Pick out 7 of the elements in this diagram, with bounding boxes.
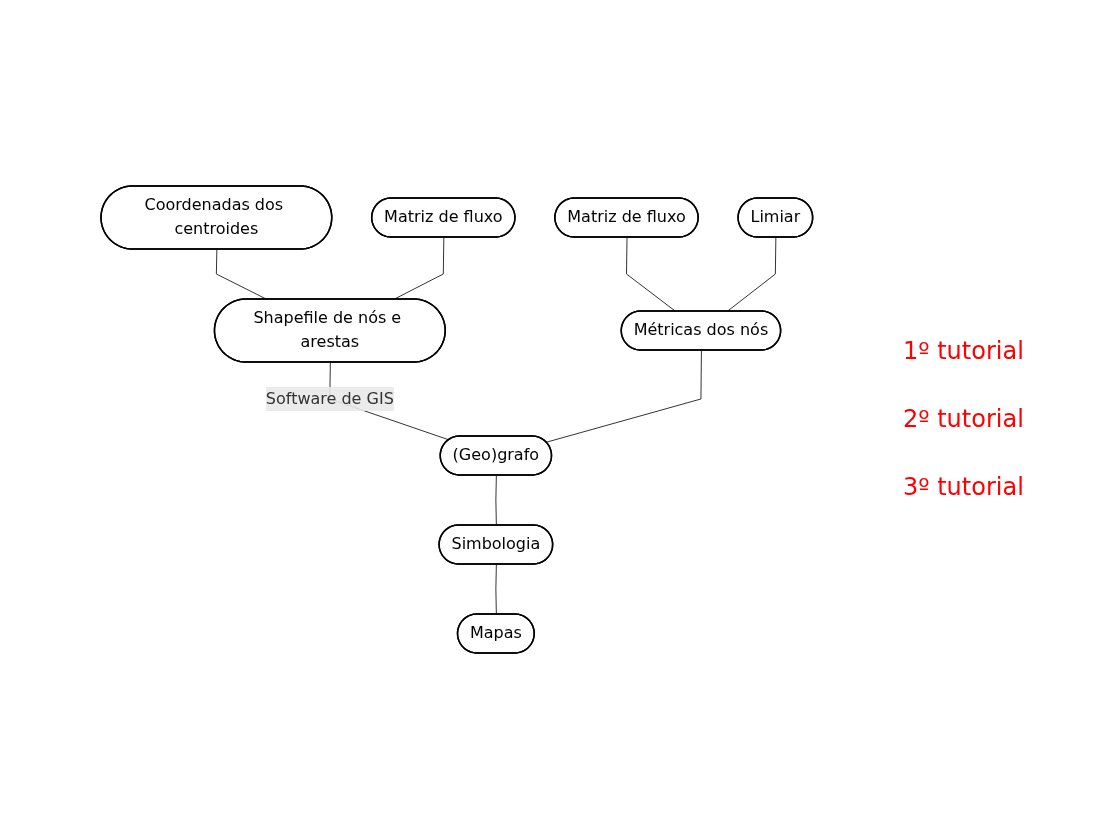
connector (495, 563, 497, 615)
connector (625, 236, 676, 312)
edge-label: Software de GIS (265, 388, 394, 408)
tutorial-note: 3º tutorial (903, 473, 1025, 501)
tutorial-note: 2º tutorial (903, 405, 1025, 433)
tutorial-note: 1º tutorial (903, 337, 1025, 365)
connector (495, 474, 497, 526)
